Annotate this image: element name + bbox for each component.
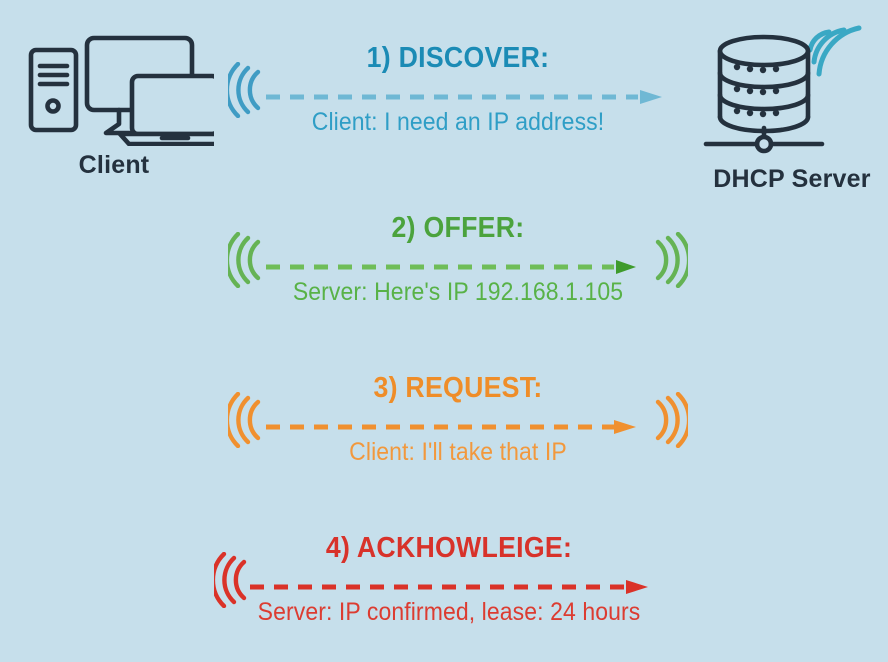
message-row-discover: 1) DISCOVER: Client: I need an IP addres…	[224, 42, 688, 154]
arrow-request	[266, 420, 638, 434]
message-row-offer: 2) OFFER: Server: Here's IP 192.168.1.10…	[224, 212, 692, 324]
server-endpoint: DHCP Server	[692, 10, 888, 194]
message-subtitle: Server: Here's IP 192.168.1.105	[292, 278, 624, 306]
arrow-discover	[266, 90, 664, 104]
message-subtitle: Server: IP confirmed, lease: 24 hours	[257, 598, 641, 626]
arrow-offer	[266, 260, 638, 274]
database-server-icon	[692, 10, 888, 165]
client-devices-icon	[14, 28, 233, 151]
client-endpoint: Client	[14, 28, 233, 180]
message-title: 2) OFFER:	[391, 212, 525, 244]
message-title: 3) REQUEST:	[373, 372, 543, 404]
message-title: 4) ACKHOWLEIGE:	[325, 532, 573, 564]
message-subtitle: Client: I need an IP address!	[311, 108, 605, 136]
message-row-request: 3) REQUEST: Client: I'll take that IP	[224, 372, 692, 484]
message-row-ack: 4) ACKHOWLEIGE: Server: IP confirmed, le…	[210, 532, 684, 644]
client-label: Client	[78, 151, 150, 179]
server-label: DHCP Server	[713, 165, 871, 193]
message-title: 1) DISCOVER:	[366, 42, 550, 74]
message-subtitle: Client: I'll take that IP	[349, 438, 567, 466]
arrow-ack	[250, 580, 650, 594]
